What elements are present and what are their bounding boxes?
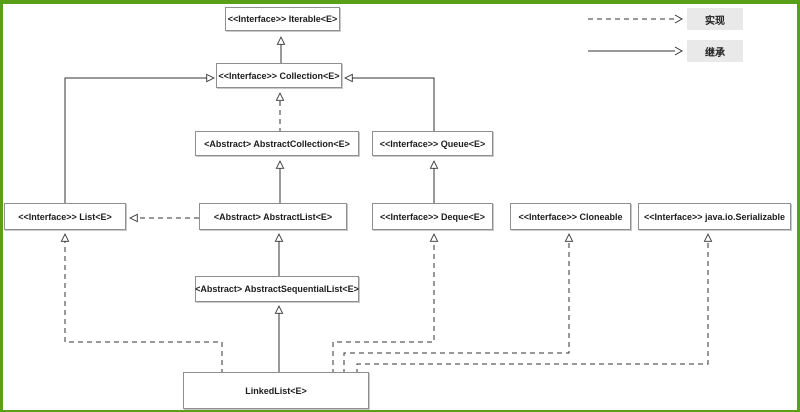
node-serializable: <<Interface>> java.io.Serializable <box>638 203 791 230</box>
node-abstract-sequential-list: <Abstract> AbstractSequentialList<E> <box>195 276 359 302</box>
node-abstract-list: <Abstract> AbstractList<E> <box>199 203 347 230</box>
node-abstract-collection: <Abstract> AbstractCollection<E> <box>195 131 359 156</box>
legend-implements: 实现 <box>586 7 743 31</box>
edge-linkedlist-implements-list <box>65 235 223 374</box>
legend-implements-label: 实现 <box>687 8 743 30</box>
edge-list-extends-collection <box>64 78 213 205</box>
legend-dashed-arrow-icon <box>588 14 684 24</box>
edge-queue-extends-collection <box>346 78 435 133</box>
edge-linkedlist-implements-deque <box>332 235 434 374</box>
legend-extends-label: 继承 <box>687 40 743 62</box>
node-linked-list: LinkedList<E> <box>183 372 369 409</box>
edge-linkedlist-implements-cloneable <box>343 235 569 374</box>
edge-linkedlist-implements-serializable <box>356 235 708 374</box>
node-iterable: <<Interface>> Iterable<E> <box>225 7 340 31</box>
node-list: <<Interface>> List<E> <box>4 203 126 230</box>
node-deque: <<Interface>> Deque<E> <box>372 203 493 230</box>
node-collection: <<Interface>> Collection<E> <box>216 63 342 88</box>
node-queue: <<Interface>> Queue<E> <box>372 131 493 156</box>
legend-extends: 继承 <box>586 39 743 63</box>
legend-solid-arrow-icon <box>588 46 684 56</box>
node-cloneable: <<Interface>> Cloneable <box>510 203 631 230</box>
connector-lines <box>3 4 797 374</box>
